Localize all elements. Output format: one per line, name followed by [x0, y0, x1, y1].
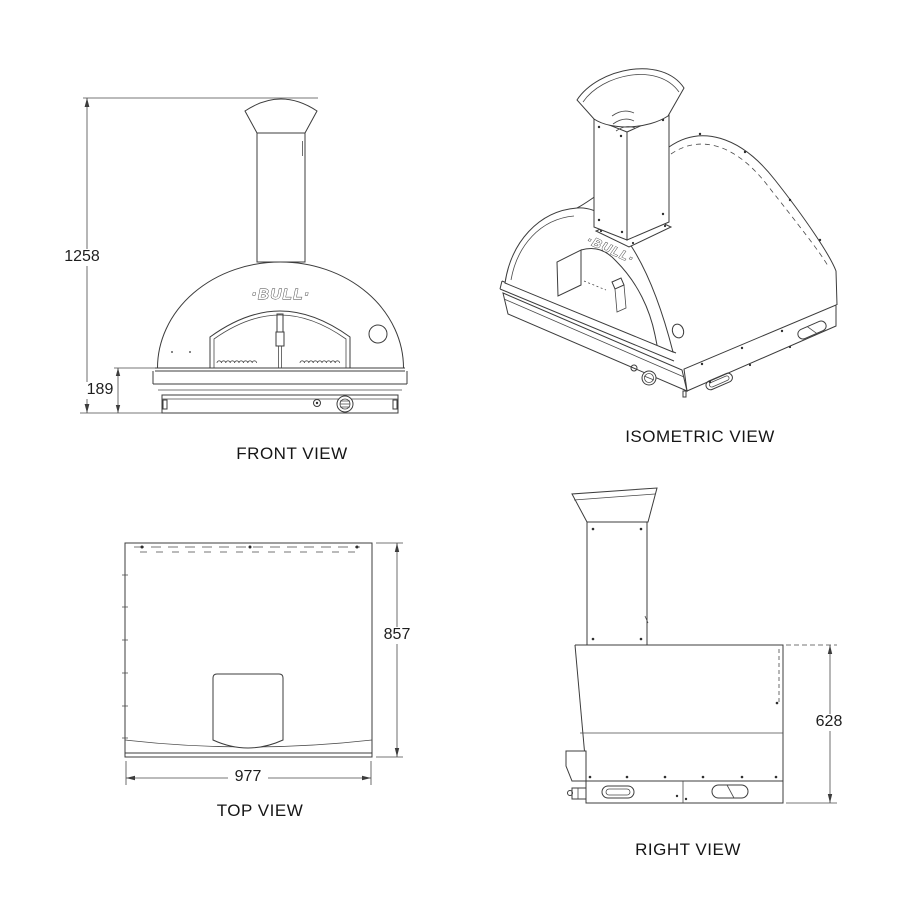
dim-front-total-height: 1258 — [58, 248, 106, 266]
front-view-drawing: ·BULL· — [80, 97, 408, 414]
dim-front-base-height: 189 — [84, 381, 116, 399]
caption-front-view: FRONT VIEW — [236, 444, 348, 463]
right-view-drawing — [565, 487, 837, 804]
dim-top-depth: 857 — [378, 626, 416, 644]
top-view-drawing — [122, 542, 403, 785]
caption-isometric-view: ISOMETRIC VIEW — [625, 427, 775, 446]
isometric-view-drawing: ·BULL· — [499, 68, 838, 398]
front-brand-logo: ·BULL· — [252, 286, 311, 303]
dim-top-width: 977 — [228, 768, 268, 786]
caption-right-view: RIGHT VIEW — [635, 840, 741, 859]
caption-top-view: TOP VIEW — [216, 801, 304, 820]
dim-right-height: 628 — [810, 713, 848, 731]
